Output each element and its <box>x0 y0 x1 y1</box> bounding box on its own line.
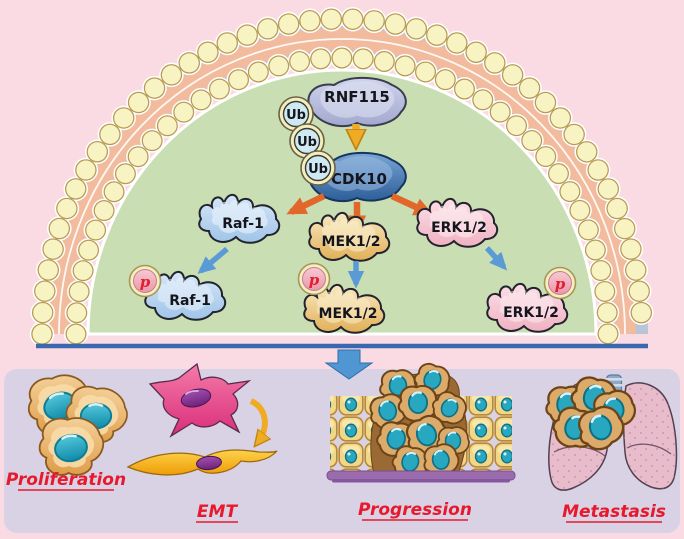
mesenchymal-nucleus <box>196 455 222 471</box>
metastasis-label: Metastasis <box>562 502 666 522</box>
basement-membrane <box>326 470 516 481</box>
erk-phospho-arrow-icon <box>484 246 508 271</box>
right-lung-fissure <box>626 443 672 455</box>
phospho-mek-protein: p MEK1/2 <box>297 262 386 334</box>
emt-label: EMT <box>197 502 239 522</box>
membrane-outer-beads <box>29 6 655 347</box>
ub-label: Ub <box>297 135 317 150</box>
raf1-label: Raf-1 <box>222 216 264 232</box>
raf-phospho-arrow-icon <box>197 246 229 275</box>
proliferation-label: Proliferation <box>6 470 126 490</box>
cdk10-label: CDK10 <box>331 170 387 188</box>
progression-illustration <box>326 358 516 484</box>
phospho-mark: p <box>555 275 566 293</box>
ub-label: Ub <box>308 162 328 177</box>
ub-label: Ub <box>286 108 306 123</box>
epithelial-nucleus <box>180 388 212 408</box>
emt-illustration <box>126 362 278 476</box>
consequence-arrow-icon <box>324 349 374 380</box>
mek-label: MEK1/2 <box>322 234 381 250</box>
phospho-raf1-label: Raf-1 <box>169 293 211 309</box>
phospho-mark: p <box>309 271 320 289</box>
phospho-raf1-protein: p Raf-1 <box>128 264 227 321</box>
membrane-inner-beads <box>64 46 620 346</box>
rnf115-label: RNF115 <box>324 88 390 106</box>
emt-transition-arrow-icon <box>249 398 265 442</box>
progression-label: Progression <box>358 500 472 520</box>
phospho-mark: p <box>140 273 151 291</box>
phospho-erk-protein: p ERK1/2 <box>486 266 577 333</box>
phospho-mek-label: MEK1/2 <box>319 306 378 322</box>
signaling-pathway: RNF115 CDK10 Ub Ub Ub Raf-1 <box>128 76 577 334</box>
cdk10-to-raf-arrow-icon <box>286 193 326 215</box>
erk-label: ERK1/2 <box>431 220 487 236</box>
phospho-erk-label: ERK1/2 <box>503 305 559 321</box>
metastasis-illustration <box>545 372 678 491</box>
ubiquitin-chain: Ub Ub Ub <box>278 96 336 186</box>
